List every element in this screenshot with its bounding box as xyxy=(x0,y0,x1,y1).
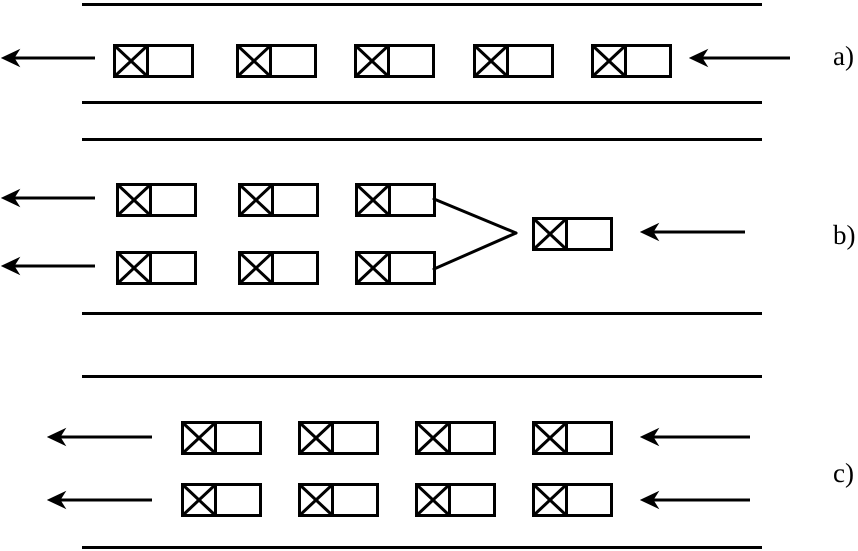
arrow-b-entry-right-icon xyxy=(628,219,758,245)
panel-label-a: a) xyxy=(833,41,854,71)
arrow-a-exit-left-icon xyxy=(0,45,108,71)
vehicle-c-2-1 xyxy=(181,483,262,517)
vehicle-a-1-1 xyxy=(113,44,194,78)
vehicle-c-2-4 xyxy=(532,483,613,517)
panel-c-top-edge xyxy=(82,375,762,378)
vehicle-a-1-3 xyxy=(354,44,435,78)
panel-b-bottom-edge xyxy=(82,312,762,315)
arrow-b-upper-exit-left-icon xyxy=(0,185,108,211)
arrow-c-upper-entry-right-icon xyxy=(628,424,763,450)
panel-c-bottom-edge xyxy=(82,546,762,549)
vehicle-c-2-2 xyxy=(298,483,379,517)
arrow-c-upper-exit-left-icon xyxy=(35,424,165,450)
vehicle-b-2-1 xyxy=(116,251,197,285)
arrow-c-lower-entry-right-icon xyxy=(628,487,763,513)
merge-fork-b-icon xyxy=(429,194,521,274)
vehicle-a-1-4 xyxy=(473,44,554,78)
vehicle-c-1-4 xyxy=(532,421,613,455)
arrow-c-lower-exit-left-icon xyxy=(35,487,165,513)
vehicle-a-1-5 xyxy=(591,44,672,78)
vehicle-b-1-2 xyxy=(238,183,319,217)
vehicle-b-1-3 xyxy=(355,183,436,217)
panel-label-b: b) xyxy=(833,220,856,250)
vehicle-b-2-3 xyxy=(355,251,436,285)
vehicle-b-1-1 xyxy=(116,183,197,217)
panel-a-top-edge xyxy=(82,3,762,6)
panel-b-top-edge xyxy=(82,138,762,141)
vehicle-a-1-2 xyxy=(236,44,317,78)
vehicle-c-1-1 xyxy=(181,421,262,455)
vehicle-c-1-3 xyxy=(415,421,496,455)
panel-a-bottom-edge xyxy=(82,101,762,104)
panel-label-c: c) xyxy=(833,458,854,488)
arrow-a-entry-right-icon xyxy=(677,45,803,71)
arrow-b-lower-exit-left-icon xyxy=(0,253,108,279)
vehicle-c-1-2 xyxy=(298,421,379,455)
vehicle-b-3-1 xyxy=(532,217,613,251)
vehicle-b-2-2 xyxy=(238,251,319,285)
vehicle-c-2-3 xyxy=(415,483,496,517)
